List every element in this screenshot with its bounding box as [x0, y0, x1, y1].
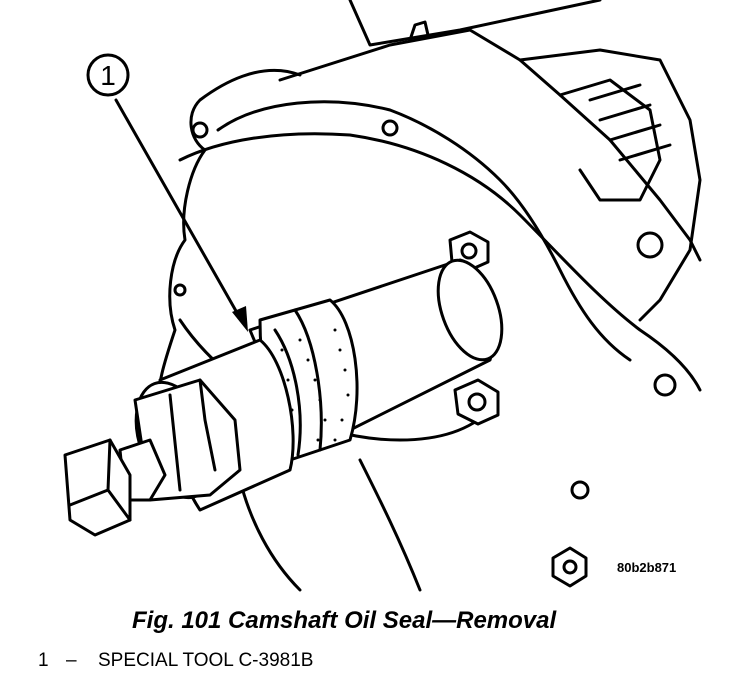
camshaft-seal-illustration: 1	[63, 0, 702, 592]
callout-badge: 1	[86, 53, 130, 97]
engine-head-outline	[348, 0, 602, 47]
bolt-hole-1	[191, 121, 209, 139]
lower-curve	[238, 478, 302, 592]
hex-bolt-small	[551, 546, 588, 588]
top-bolt	[408, 20, 430, 42]
bolt-hole-4	[636, 231, 664, 259]
right-casting-edge	[518, 48, 702, 322]
cylinder-head-body	[278, 28, 702, 262]
cover-flange-outer	[178, 132, 702, 392]
legend-text: SPECIAL TOOL C-3981B	[98, 650, 314, 671]
seal-ring-inner-2	[273, 328, 302, 457]
seal-texture	[280, 328, 350, 442]
lower-curve-2	[358, 458, 422, 592]
callout-leader	[114, 98, 242, 320]
bolt-hole-6	[570, 480, 590, 500]
figure-caption: Fig. 101 Camshaft Oil Seal—Removal	[132, 607, 557, 634]
bolt-hole-5	[653, 373, 677, 397]
callout-arrowhead	[232, 306, 248, 332]
tool-end-face	[436, 258, 504, 362]
hex-nut-edge	[168, 378, 217, 492]
seal-ring-inner	[293, 308, 323, 452]
image-code: 80b2b871	[617, 560, 677, 575]
legend-dash: –	[66, 650, 77, 671]
bracket-lines	[588, 83, 672, 162]
timing-cover-outline	[157, 68, 302, 412]
right-bracket	[558, 78, 662, 202]
hex-bolt-lower	[453, 378, 500, 426]
legend-item: 1–SPECIAL TOOL C-3981B	[38, 650, 313, 672]
callout-number: 1	[100, 60, 116, 91]
cover-flange-inner	[216, 100, 632, 362]
square-drive-edge	[68, 438, 132, 522]
bolt-hole-2	[381, 119, 399, 137]
bolt-hole-3	[173, 283, 187, 297]
legend-number: 1	[38, 650, 49, 671]
